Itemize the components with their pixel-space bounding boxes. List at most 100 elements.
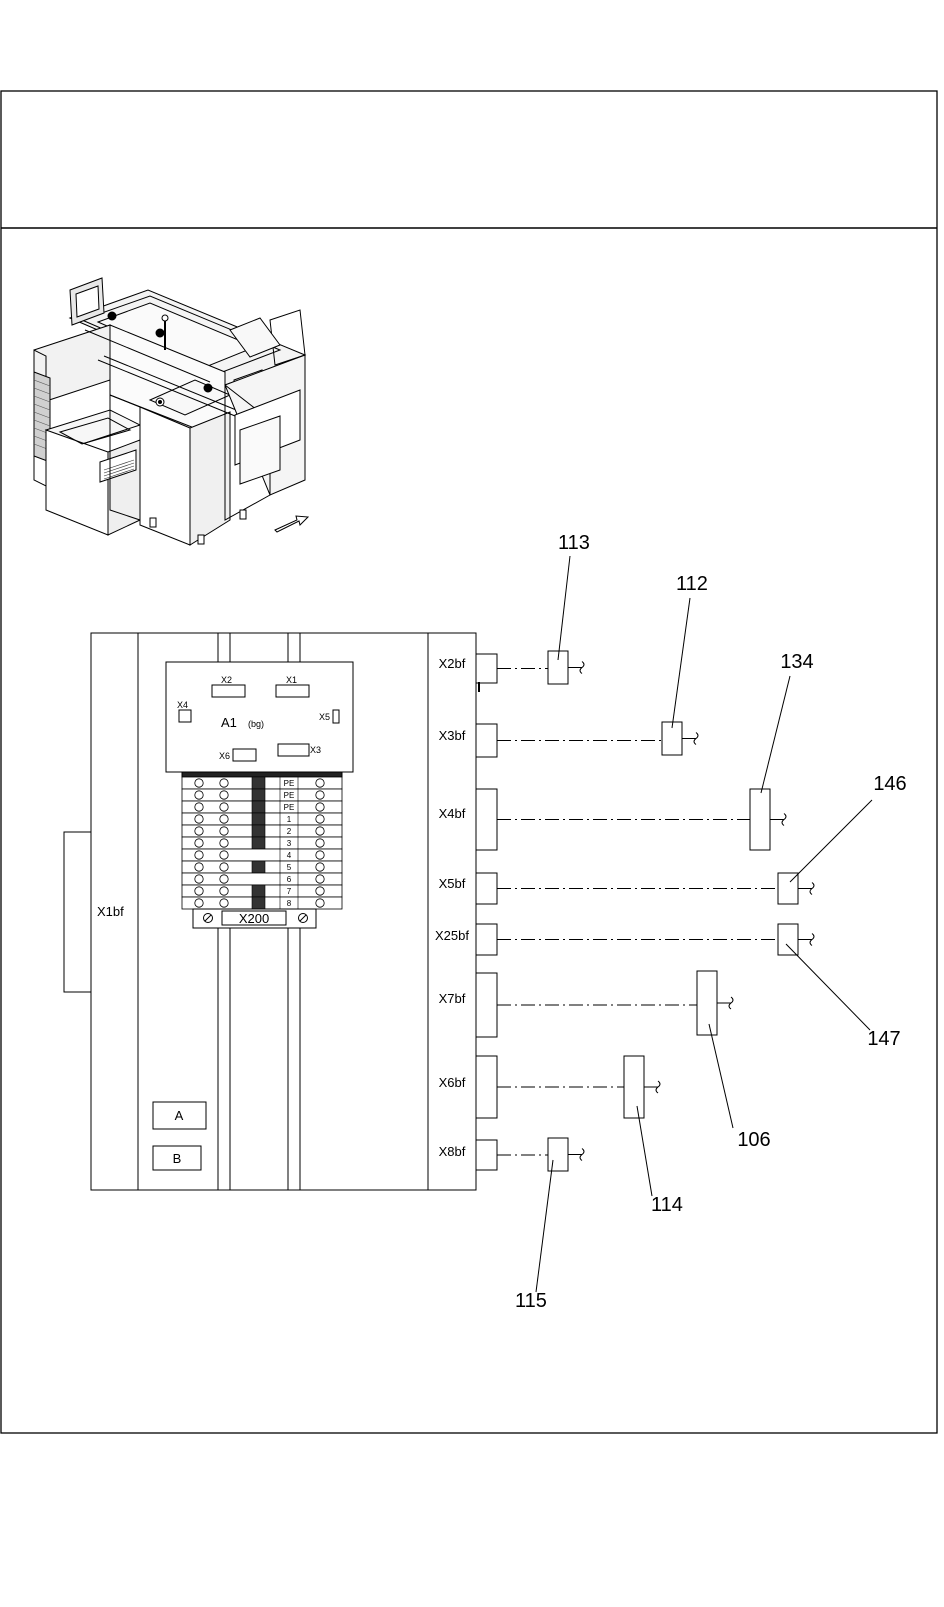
pcb-connector-x5 xyxy=(333,710,339,723)
device-box xyxy=(548,1138,568,1171)
terminal-block-name: X200 xyxy=(239,911,269,926)
connector-x6bf xyxy=(476,1056,497,1118)
terminal-row: PE xyxy=(182,789,342,801)
connector-label: X7bf xyxy=(439,991,466,1006)
terminal-label: 6 xyxy=(287,875,292,884)
reference-number: 114 xyxy=(651,1194,683,1216)
terminal-screw-icon xyxy=(195,815,203,823)
connector-label: X5bf xyxy=(439,876,466,891)
terminal-screw-icon xyxy=(220,839,228,847)
device-box xyxy=(750,789,770,850)
terminal-screw-icon xyxy=(195,887,203,895)
terminal-screw-icon xyxy=(220,779,228,787)
jumper-bar xyxy=(252,789,265,801)
terminal-row: 4 xyxy=(182,849,342,861)
terminal-screw-icon xyxy=(316,851,324,859)
terminal-label: 3 xyxy=(287,839,292,848)
terminal-screw-icon xyxy=(195,779,203,787)
pcb-connector-x3-label: X3 xyxy=(310,745,321,755)
terminal-row: 3 xyxy=(182,837,342,849)
terminal-screw-icon xyxy=(220,791,228,799)
terminal-screw-icon xyxy=(316,815,324,823)
leader-line xyxy=(558,556,570,660)
jumper-bar xyxy=(252,801,265,813)
jumper-bar xyxy=(252,837,265,849)
terminal-screw-icon xyxy=(316,899,324,907)
connector-x8bf xyxy=(476,1140,497,1170)
pcb-connector-x2-label: X2 xyxy=(221,675,232,685)
terminal-row: 5 xyxy=(182,861,342,873)
pcb-connector-x1-label: X1 xyxy=(286,675,297,685)
leader-line xyxy=(761,676,790,793)
terminal-screw-icon xyxy=(316,875,324,883)
leader-line xyxy=(672,598,690,728)
terminal-label: 4 xyxy=(287,851,292,860)
connector-x5bf xyxy=(476,873,497,904)
connector-label: X3bf xyxy=(439,728,466,743)
x1bf-connector xyxy=(64,832,91,992)
connection-x5bf: X5bf 146 xyxy=(439,773,907,904)
terminal-screw-icon xyxy=(220,899,228,907)
pcb-connector-x1 xyxy=(276,685,309,697)
leader-line xyxy=(790,800,872,882)
machine-illustration xyxy=(34,278,308,545)
reference-number: 112 xyxy=(676,573,708,595)
switch-b-label: B xyxy=(173,1151,182,1166)
connection-x8bf: X8bf 115 xyxy=(439,1138,584,1312)
connector-x2bf xyxy=(476,654,497,683)
terminal-screw-icon xyxy=(220,851,228,859)
reference-number: 106 xyxy=(737,1129,770,1151)
x1bf-label: X1bf xyxy=(97,904,124,919)
terminal-screw-icon xyxy=(195,839,203,847)
terminal-label: 7 xyxy=(287,887,292,896)
terminal-label: 8 xyxy=(287,899,292,908)
terminal-screw-icon xyxy=(220,827,228,835)
terminal-label: PE xyxy=(284,779,295,788)
terminal-screw-icon xyxy=(195,827,203,835)
terminal-screw-icon xyxy=(195,875,203,883)
terminal-screw-icon xyxy=(195,851,203,859)
pcb-connector-x6 xyxy=(233,749,256,761)
connector-x7bf xyxy=(476,973,497,1037)
terminal-label: 1 xyxy=(287,815,292,824)
connector-label: X4bf xyxy=(439,806,466,821)
reference-number: 146 xyxy=(873,773,906,795)
jumper-bar xyxy=(252,777,265,789)
switch-a-label: A xyxy=(175,1108,184,1123)
terminal-screw-icon xyxy=(195,791,203,799)
pcb-connector-x4-label: X4 xyxy=(177,700,188,710)
leader-line xyxy=(709,1024,733,1128)
pcb-module-a1: X2 X1 X4 X5 A1 (bg) X6 X3 xyxy=(166,662,353,772)
terminal-label: 2 xyxy=(287,827,292,836)
terminal-row: 6 xyxy=(182,873,342,885)
device-box xyxy=(778,924,798,955)
pcb-connector-x5-label: X5 xyxy=(319,712,330,722)
terminal-label: PE xyxy=(284,791,295,800)
terminal-screw-icon xyxy=(195,803,203,811)
reference-number: 113 xyxy=(558,532,590,554)
connector-label: X8bf xyxy=(439,1144,466,1159)
terminal-screw-icon xyxy=(220,863,228,871)
terminal-row: 8 xyxy=(182,897,342,909)
terminal-screw-icon xyxy=(316,779,324,787)
connector-label: X2bf xyxy=(439,656,466,671)
terminal-label: 5 xyxy=(287,863,292,872)
terminal-screw-icon xyxy=(316,803,324,811)
reference-number: 147 xyxy=(867,1028,900,1050)
pcb-module-sub: (bg) xyxy=(248,719,264,729)
reference-number: 134 xyxy=(780,651,813,673)
connector-x25bf xyxy=(476,924,497,955)
reference-number: 115 xyxy=(515,1290,547,1312)
jumper-bar xyxy=(252,813,265,825)
terminal-screw-icon xyxy=(220,815,228,823)
jumper-bar xyxy=(252,825,265,837)
terminal-screw-icon xyxy=(195,899,203,907)
pcb-connector-x6-label: X6 xyxy=(219,751,230,761)
leader-line xyxy=(637,1106,652,1196)
jumper-bar xyxy=(252,861,265,873)
terminal-screw-icon xyxy=(316,863,324,871)
